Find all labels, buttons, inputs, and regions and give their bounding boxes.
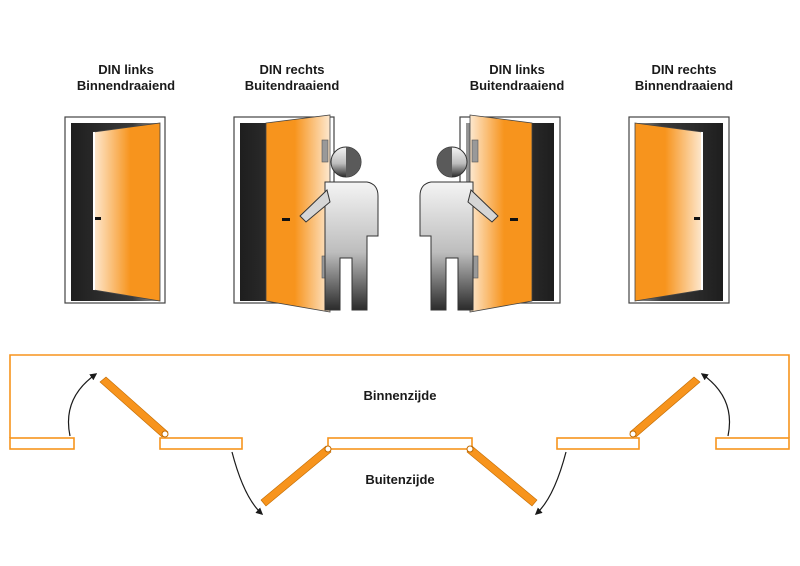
wall-segment <box>327 437 473 450</box>
swing-arrow-icon <box>700 373 731 437</box>
door-elevation-2 <box>233 114 379 313</box>
door-title-line1: DIN links <box>98 62 154 77</box>
plan-door-leaf <box>99 376 169 438</box>
door-title-line1: DIN rechts <box>651 62 717 77</box>
door-handle-icon <box>282 218 290 221</box>
swing-arrows <box>67 373 731 515</box>
door-title-din-links-binnendraaiend: DIN links Binnendraaiend <box>46 62 206 94</box>
door-elevation-4 <box>628 116 730 304</box>
person-icon <box>299 146 379 311</box>
door-leaf <box>265 114 331 313</box>
door-handle-icon <box>694 217 700 220</box>
door-leaf <box>469 114 533 313</box>
door-title-line2: Binnendraaiend <box>76 78 176 93</box>
door-title-line2: Buitendraaiend <box>244 78 340 93</box>
door-elevation-1 <box>64 116 166 304</box>
door-title-din-rechts-binnendraaiend: DIN rechts Binnendraaiend <box>604 62 764 94</box>
door-handle-icon <box>510 218 518 221</box>
swing-arrow-icon <box>534 451 567 515</box>
wall-segment <box>9 437 75 450</box>
hinge-icon <box>471 139 479 163</box>
door-handle-icon <box>95 217 101 220</box>
wall-segment <box>159 437 243 450</box>
door-title-line2: Buitendraaiend <box>469 78 565 93</box>
plan-door-leaves <box>99 376 701 507</box>
swing-arrow-icon <box>231 451 264 515</box>
outside-label: Buitenzijde <box>365 472 435 487</box>
door-title-line2: Binnendraaiend <box>634 78 734 93</box>
inside-label: Binnenzijde <box>363 388 437 403</box>
floor-plan <box>9 354 790 450</box>
door-title-din-links-buitendraaiend: DIN links Buitendraaiend <box>437 62 597 94</box>
wall-outline <box>9 354 790 438</box>
door-leaf <box>634 122 703 302</box>
plan-hinge-icon <box>466 445 474 453</box>
person-icon <box>419 146 499 311</box>
wall-segment <box>556 437 640 450</box>
door-leaf <box>93 122 161 302</box>
plan-door-leaf <box>629 376 701 438</box>
door-elevation-3 <box>419 114 561 313</box>
swing-arrow-icon <box>67 373 98 437</box>
plan-hinge-icon <box>629 430 637 438</box>
plan-hinge-icon <box>161 430 169 438</box>
door-title-line1: DIN links <box>489 62 545 77</box>
door-title-line1: DIN rechts <box>259 62 325 77</box>
hinge-icon <box>321 139 329 163</box>
wall-segment <box>715 437 790 450</box>
plan-door-leaf <box>260 445 332 507</box>
door-title-din-rechts-buitendraaiend: DIN rechts Buitendraaiend <box>212 62 372 94</box>
plan-hinge-icon <box>324 445 332 453</box>
